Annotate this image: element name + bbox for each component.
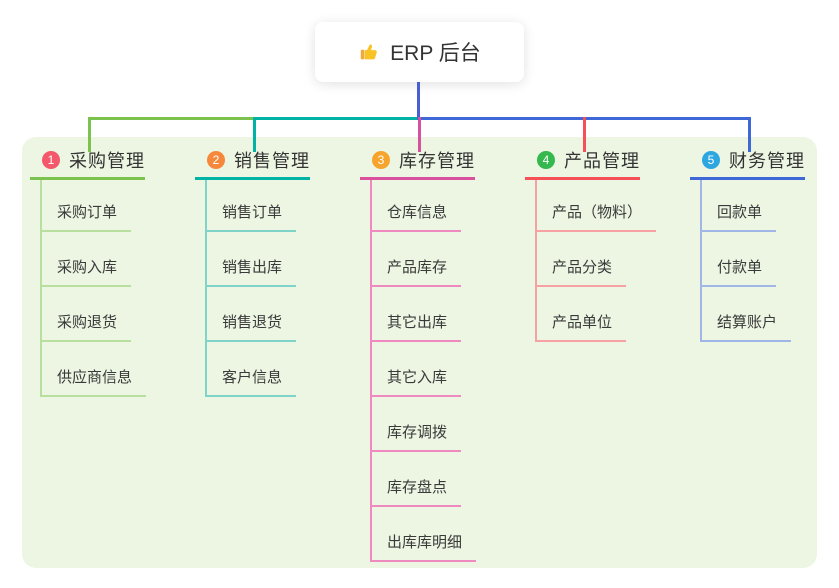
- child-node[interactable]: 其它出库: [370, 312, 462, 342]
- branch-label: 财务管理: [729, 151, 805, 171]
- branch-label: 产品管理: [564, 151, 640, 171]
- branch-label: 采购管理: [69, 151, 145, 171]
- connector-root-line: [417, 82, 420, 118]
- child-node[interactable]: 销售退货: [205, 312, 297, 342]
- root-title: ERP 后台: [390, 42, 481, 65]
- root-node[interactable]: ERP 后台: [315, 22, 524, 82]
- connector-drop-2: [253, 117, 256, 152]
- branch-header-2[interactable]: 2 销售管理: [195, 148, 360, 172]
- branch-spine-line: [40, 180, 42, 397]
- child-node[interactable]: 付款单: [700, 257, 777, 287]
- child-node[interactable]: 产品（物料）: [535, 202, 657, 232]
- connector-drop-1: [88, 117, 91, 152]
- child-node[interactable]: 出库库明细: [370, 532, 477, 562]
- branch-number-badge: 3: [372, 151, 390, 169]
- branch-number-badge: 1: [42, 151, 60, 169]
- child-node[interactable]: 客户信息: [205, 367, 297, 397]
- child-node[interactable]: 库存盘点: [370, 477, 462, 507]
- branch-underline: [690, 177, 805, 180]
- branch-number-badge: 2: [207, 151, 225, 169]
- thumbs-up-icon: [358, 41, 380, 63]
- branch-number-badge: 4: [537, 151, 555, 169]
- child-node[interactable]: 结算账户: [700, 312, 792, 342]
- child-node[interactable]: 采购退货: [40, 312, 132, 342]
- branches-panel: [22, 137, 817, 568]
- connector-segment-left: [88, 117, 254, 120]
- branch-column-2: 2 销售管理销售订单销售出库销售退货客户信息: [195, 148, 360, 397]
- branch-column-4: 4 产品管理产品（物料） 产品分类产品单位: [525, 148, 690, 342]
- branch-column-1: 1 采购管理采购订单采购入库采购退货供应商信息: [30, 148, 195, 397]
- child-node[interactable]: 销售出库: [205, 257, 297, 287]
- branch-column-3: 3 库存管理仓库信息产品库存其它出库其它入库库存调拨库存盘点出库库明细: [360, 148, 525, 562]
- branch-header-4[interactable]: 4 产品管理: [525, 148, 690, 172]
- child-node[interactable]: 产品库存: [370, 257, 462, 287]
- child-node[interactable]: 采购入库: [40, 257, 132, 287]
- branch-label: 库存管理: [399, 151, 475, 171]
- branch-underline: [525, 177, 640, 180]
- connector-drop-3: [418, 117, 421, 152]
- branch-underline: [30, 177, 145, 180]
- branch-spine-line: [535, 180, 537, 342]
- branch-spine-line: [205, 180, 207, 397]
- branch-header-3[interactable]: 3 库存管理: [360, 148, 525, 172]
- branch-spine-line: [700, 180, 702, 342]
- child-node[interactable]: 产品分类: [535, 257, 627, 287]
- child-node[interactable]: 采购订单: [40, 202, 132, 232]
- child-node[interactable]: 仓库信息: [370, 202, 462, 232]
- branch-label: 销售管理: [234, 151, 310, 171]
- child-node[interactable]: 回款单: [700, 202, 777, 232]
- branch-header-5[interactable]: 5 财务管理: [690, 148, 839, 172]
- branch-number-badge: 5: [702, 151, 720, 169]
- branch-column-5: 5 财务管理回款单付款单结算账户: [690, 148, 839, 342]
- branch-header-1[interactable]: 1 采购管理: [30, 148, 195, 172]
- connector-drop-4: [583, 117, 586, 152]
- child-node[interactable]: 产品单位: [535, 312, 627, 342]
- child-node[interactable]: 供应商信息: [40, 367, 147, 397]
- branch-underline: [360, 177, 475, 180]
- child-node[interactable]: 库存调拨: [370, 422, 462, 452]
- connector-segment-middle: [253, 117, 417, 120]
- connector-drop-5: [748, 117, 751, 152]
- child-node[interactable]: 其它入库: [370, 367, 462, 397]
- branch-underline: [195, 177, 310, 180]
- child-node[interactable]: 销售订单: [205, 202, 297, 232]
- branch-spine-line: [370, 180, 372, 562]
